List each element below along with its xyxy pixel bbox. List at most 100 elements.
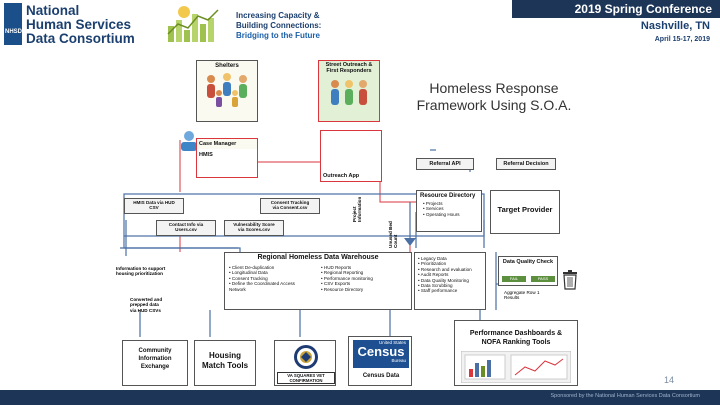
outreach-app-box: Outreach App — [320, 130, 382, 182]
rd-item-text: Projects — [425, 201, 443, 206]
info-support-line-2: housing prioritization — [116, 271, 163, 277]
resource-directory-box: Resource Directory • Projects • Services… — [416, 190, 482, 232]
rd-item: • Projects — [423, 201, 443, 206]
warehouse-item-text: Data Quality Monitoring — [420, 277, 469, 283]
housing-line-2: Match Tools — [201, 361, 249, 370]
nhsdc-logo: NHSDC National Human Services Data Conso… — [4, 3, 154, 45]
warehouse-item-text: HUD Reports — [323, 265, 352, 270]
rd-item: • Operating Hours — [423, 211, 460, 217]
dq-pass: PASS — [531, 276, 555, 282]
cie-line-1: Community — [138, 348, 172, 354]
logo-line-2: Human Services — [26, 17, 132, 32]
dashboard-thumbnail — [461, 351, 571, 383]
contact-line-1: Contact Info via — [168, 222, 204, 227]
warehouse-item: • Data Scrubbing — [418, 283, 453, 289]
converted-data-label: Converted and prepped data via HUD CSVs — [130, 297, 190, 313]
diagram-canvas — [120, 140, 510, 337]
warehouse-item: • Consent Tracking — [229, 275, 268, 281]
referral-decision-box: Referral Decision — [496, 158, 556, 170]
consent-tracking-label: Consent Tracking via Consent.csv — [261, 199, 319, 211]
va-line-2: CONFIRMATION — [289, 378, 323, 383]
census-top: United States — [378, 340, 406, 345]
hmis-hud-line-2: CSV — [149, 205, 159, 211]
vulnerability-score-box: Vulnerability Score via Scores.csv — [224, 220, 284, 236]
conference-header: NHSDC National Human Services Data Conso… — [0, 0, 720, 48]
bar-chart-icon — [167, 6, 219, 42]
resource-directory-label: Resource Directory — [420, 193, 476, 199]
data-quality-label: Data Quality Check — [502, 259, 554, 265]
warehouse-item-text: Consent Tracking — [231, 275, 268, 281]
conference-theme: Increasing Capacity & Building Connectio… — [236, 11, 321, 41]
consent-line-1: Consent Tracking — [270, 200, 310, 205]
warehouse-item-text: Data Scrubbing — [420, 283, 453, 289]
warehouse-item: • Client De-duplication — [229, 265, 275, 270]
referral-decision-label: Referral Decision — [503, 161, 549, 167]
warehouse-item-text: Legacy Data — [420, 256, 447, 261]
va-box: VA SQUARES VET CONFIRMATION — [274, 340, 336, 386]
rd-item: • Services — [423, 206, 444, 212]
warehouse-col-1: • Client De-duplication • Longitudinal D… — [229, 265, 313, 292]
consent-tracking-box: Consent Tracking via Consent.csv — [260, 198, 320, 214]
people-icon — [331, 80, 367, 105]
info-support-label: Information to support housing prioritiz… — [116, 266, 186, 277]
warehouse-item-text: CSV Exports — [323, 281, 351, 287]
census-sub: Bureau — [391, 358, 406, 363]
warehouse-item: • Audit Reports — [418, 272, 449, 278]
warehouse-item: • Legacy Data — [418, 256, 447, 261]
cie-line-3: Exchange — [140, 364, 170, 370]
warehouse-item-text: Longitudinal Data — [231, 270, 268, 276]
dq-fail: FAIL — [502, 276, 526, 282]
street-outreach-line-1: Street Outreach & — [325, 62, 373, 68]
logo-tag: NHSDC — [5, 29, 27, 35]
data-warehouse-box: Regional Homeless Data Warehouse • Clien… — [224, 252, 412, 310]
aggregate-rows-label: Aggregate Row 1 Results — [504, 290, 540, 301]
shelters-box: Shelters — [196, 60, 258, 122]
census-big: Census — [357, 344, 405, 359]
conference-dates: April 15-17, 2019 — [654, 36, 710, 43]
vulnerability-line-1: Vulnerability Score — [233, 222, 275, 227]
slide-diagram: Homeless Response Framework Using S.O.A.… — [116, 52, 582, 390]
va-seal-icon — [294, 345, 318, 369]
outreach-app-label: Outreach App — [323, 173, 360, 179]
street-outreach-label: Street Outreach & First Responders — [319, 62, 379, 74]
target-provider-label: Target Provider — [497, 205, 553, 214]
warehouse-item: • Data Quality Monitoring — [418, 277, 469, 283]
theme-line-2: Building Connections: — [236, 21, 322, 30]
hmis-label: HMIS — [199, 152, 213, 158]
vulnerability-label: Vulnerability Score via Scores.csv — [225, 221, 283, 233]
warehouse-item: • Research and evaluation — [418, 266, 472, 272]
banner-text: 2019 Spring Conference — [574, 2, 712, 16]
warehouse-item-text: Client De-duplication — [231, 265, 275, 270]
warehouse-item: • Staff performance — [418, 288, 458, 294]
contact-info-label: Contact Info via Users.csv — [157, 221, 215, 233]
theme-line-1: Increasing Capacity & — [236, 11, 320, 20]
performance-label: Performance Dashboards & NOFA Ranking To… — [455, 321, 577, 347]
page-number: 14 — [664, 375, 675, 385]
target-provider-box: Target Provider — [490, 190, 560, 234]
cie-box: Community Information Exchange — [122, 340, 188, 386]
va-line-1: VA SQUARES VET — [287, 373, 325, 378]
street-outreach-line-2: First Responders — [326, 68, 372, 74]
warehouse-item-text: Performance monitoring — [323, 275, 373, 281]
info-support-line-1: Information to support — [116, 266, 166, 271]
logo-line-3: Data Consortium — [26, 31, 135, 46]
hmis-hud-csv-label: HMIS Data via HUD CSV — [125, 199, 183, 211]
case-manager-label: Case Manager — [197, 139, 257, 149]
referral-api-label: Referral API — [429, 161, 461, 167]
logo-bar — [4, 3, 22, 45]
warehouse-item: • Performance monitoring — [321, 275, 373, 281]
people-icon — [207, 73, 247, 107]
warehouse-item: • Resource Directory — [321, 286, 364, 292]
theme-line-3: Bridging to the Future — [236, 31, 320, 40]
cie-label: Community Information Exchange — [123, 341, 187, 371]
unused-bed-label: Unused Bed Count — [388, 221, 399, 248]
performance-line-1: Performance Dashboards & — [469, 330, 563, 337]
vulnerability-line-2: via Scores.csv — [238, 227, 270, 233]
warehouse-item-text: Audit Reports — [420, 272, 449, 278]
shelters-label: Shelters — [215, 63, 239, 69]
warehouse-item: • Longitudinal Data — [229, 270, 268, 276]
warehouse-item-text: Resource Directory — [323, 286, 364, 292]
referral-api-box: Referral API — [416, 158, 474, 170]
warehouse-item-text: Staff performance — [420, 288, 458, 294]
warehouse-item: • Prioritization — [418, 261, 447, 267]
